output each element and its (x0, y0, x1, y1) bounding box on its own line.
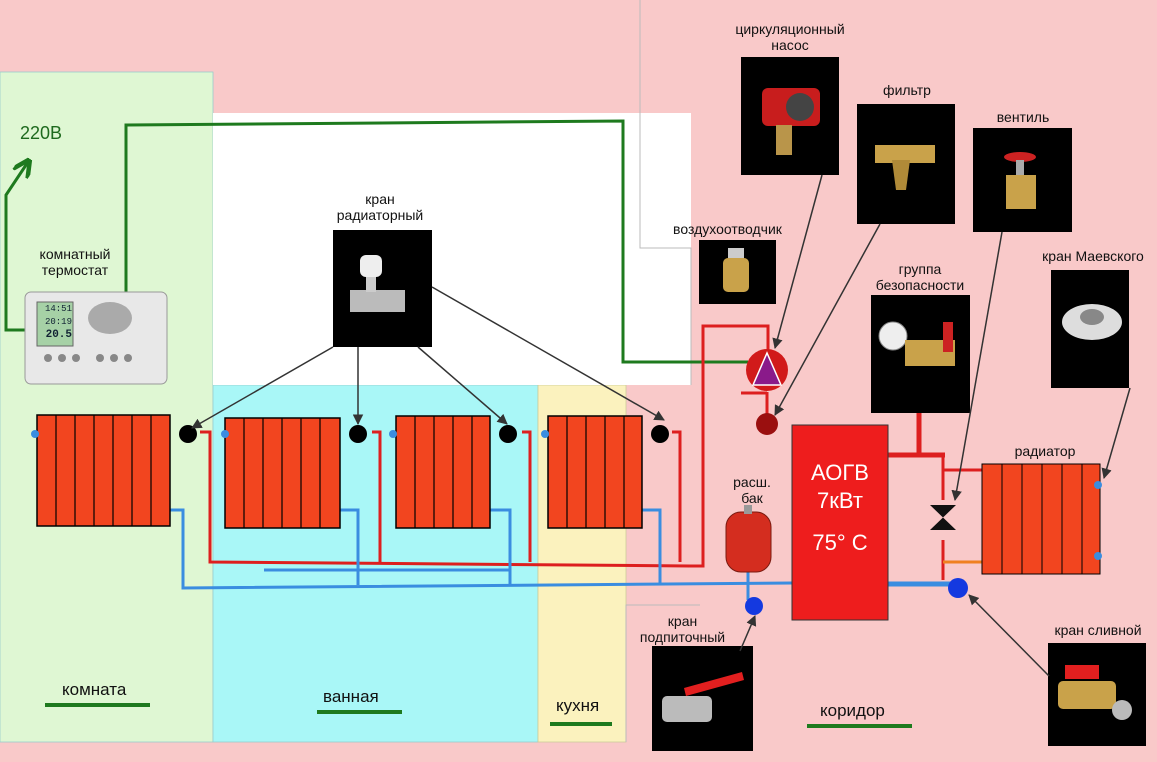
label-rad-valve-1: кран (365, 191, 395, 207)
photo-pump (741, 57, 839, 175)
supply-pipes (200, 324, 982, 580)
label-thermostat-1: комнатный (39, 246, 111, 262)
photo-drain-valve (1048, 643, 1146, 746)
display-line-3: 20.5 (45, 329, 72, 341)
label-exp-tank-1: расш. (733, 474, 771, 490)
label-safety-group: группа безопасности (865, 261, 975, 293)
photo-mayevsky (1051, 270, 1129, 388)
label-filter: фильтр (883, 82, 931, 98)
expansion-tank (725, 505, 772, 573)
gate-valve-symbol (930, 505, 956, 530)
radiator-kitchen (547, 415, 643, 529)
pointer-arrows (191, 174, 1131, 677)
label-rad-valve-2: радиаторный (336, 207, 424, 223)
label-thermostat: комнатный термостат (30, 246, 120, 278)
label-radiator: радиатор (1014, 443, 1076, 459)
photo-filter (857, 104, 955, 224)
zone-border (639, 0, 692, 385)
thermostat-wire (124, 119, 748, 364)
photo-safety-group (871, 295, 970, 413)
label-drain-valve: кран сливной (1054, 622, 1142, 638)
boiler-temp: 75° С (812, 530, 868, 555)
zone-upper (213, 113, 691, 385)
radiator-valves (179, 425, 669, 443)
room-label-bathroom: ванная (323, 687, 379, 706)
radiator-bathroom (224, 417, 341, 529)
pump-symbol (746, 349, 788, 391)
boiler-power: 7кВт (817, 488, 863, 513)
label-fill-valve-2: подпиточный (639, 629, 726, 645)
room-underlines (45, 703, 912, 728)
wire-to-220v (4, 162, 28, 332)
label-air-vent: воздухоотводчик (673, 221, 782, 237)
photo-rad-valve (333, 230, 432, 347)
label-220v: 220В (20, 123, 63, 143)
label-fill-valve: кран подпиточный (625, 613, 740, 645)
boiler-name: АОГВ (811, 460, 869, 485)
fill-valve-dot (745, 597, 763, 615)
display-line-1: 14:51 (44, 304, 72, 314)
label-rad-valve: кран радиаторный (315, 191, 445, 223)
label-fill-valve-1: кран (667, 613, 698, 629)
photo-thermostat (24, 291, 168, 385)
zone-room (0, 71, 214, 743)
boiler (791, 424, 889, 621)
label-pump: циркуляционный насос (725, 21, 855, 53)
drain-valve-dot (948, 578, 968, 598)
label-exp-tank: расш. бак (722, 474, 782, 506)
photo-fill-valve (652, 646, 753, 751)
radiator-room (36, 414, 171, 527)
label-thermostat-2: термостат (41, 262, 109, 278)
label-valve: вентиль (996, 109, 1050, 125)
room-label-room: комната (62, 680, 127, 699)
filter-dot (756, 413, 778, 435)
label-pump-1: циркуляционный (735, 21, 845, 37)
label-pump-2: насос (771, 37, 809, 53)
photo-gate-valve (973, 128, 1072, 232)
display-line-2: 20:19 (44, 317, 72, 327)
label-safety-group-1: группа (898, 261, 942, 277)
room-label-corridor: коридор (820, 701, 885, 720)
room-label-kitchen: кухня (556, 696, 600, 715)
zone-border-2 (625, 604, 700, 742)
photo-air-vent (699, 240, 776, 304)
label-exp-tank-2: бак (741, 490, 763, 506)
radiator-vent-dots (31, 430, 549, 438)
thermostat-display: 14:51 20:19 20.5 (38, 303, 72, 342)
radiator-hall (395, 415, 491, 529)
label-mayevsky: кран Маевского (1042, 248, 1144, 264)
label-safety-group-2: безопасности (875, 277, 965, 293)
radiator-corridor (981, 463, 1102, 575)
